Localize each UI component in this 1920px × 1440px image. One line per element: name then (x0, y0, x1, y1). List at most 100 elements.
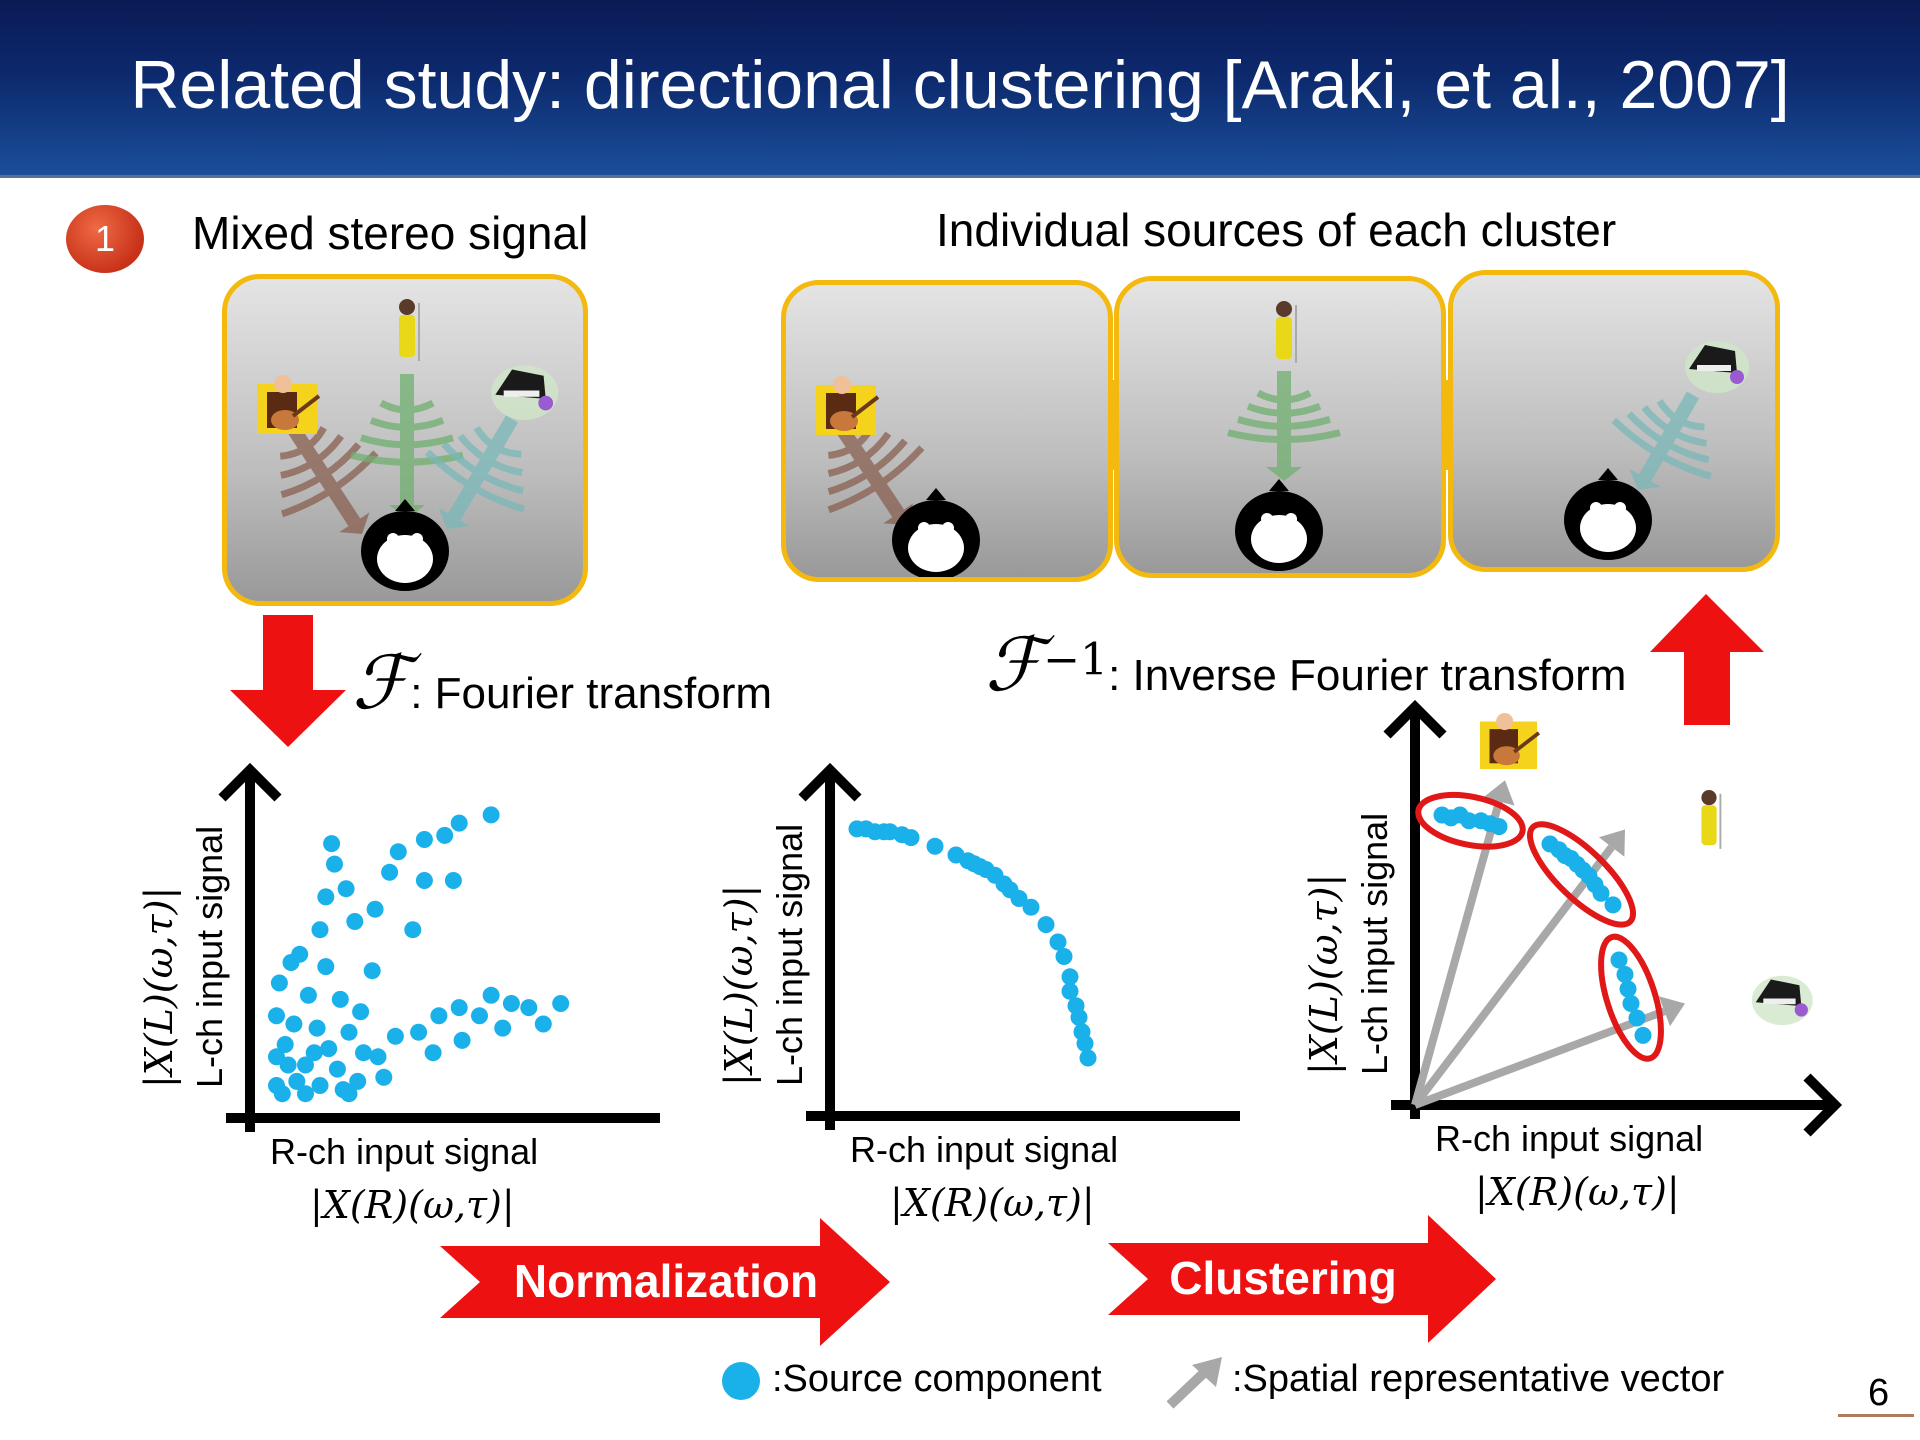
source-component-dot (355, 1044, 372, 1062)
source-component-dot (502, 995, 520, 1012)
x-axis-formula: |X(R)(ω,τ)| (1475, 1170, 1680, 1214)
mixed-scene-art (257, 299, 559, 591)
source-component-dot (389, 843, 407, 861)
source-component-dot (1061, 982, 1079, 1000)
y-axis-formula: |X(L)(ω,τ)| (137, 887, 181, 1088)
source-component-dot (340, 1023, 358, 1041)
source-component-dot (328, 1060, 346, 1078)
source-component-dot (1592, 884, 1610, 902)
source-component-dot (1634, 1026, 1652, 1044)
guitarist-icon (816, 376, 880, 435)
listener-head-icon (892, 488, 980, 577)
spatial-vector-arrowhead (1483, 780, 1515, 806)
legend-source-component: :Source component (772, 1358, 1102, 1400)
listener-head-icon (1235, 479, 1323, 571)
source-component-dot (279, 1056, 297, 1074)
source-component-dot (450, 814, 468, 832)
source-component-dot (270, 974, 288, 992)
sound-wave-icon (424, 415, 525, 529)
normalization-label: Normalization (513, 1255, 819, 1307)
y-axis-arrowhead (1383, 700, 1447, 739)
source-component-dot (436, 826, 454, 844)
piano-icon (1751, 975, 1813, 1026)
source-component-dot (415, 831, 433, 848)
y-axis-arrowhead (218, 762, 282, 802)
source-component-dot (386, 1027, 404, 1045)
inverse-fourier-label: ℱ−1: Inverse Fourier transform (985, 622, 1626, 708)
source-component-dot (1604, 896, 1622, 914)
y-axis-label-group: L-ch input signal|X(L)(ω,τ)| (717, 824, 810, 1086)
source-component-dot (288, 1072, 306, 1090)
step-badge: 1 (66, 205, 144, 273)
source-component-dot (369, 1048, 387, 1066)
sound-wave-icon (1611, 391, 1712, 490)
source-component-dot (346, 913, 364, 930)
source-component-dot (317, 958, 335, 976)
source-component-dot (276, 1036, 294, 1053)
cluster-ellipse (1526, 821, 1637, 928)
singer-scene-art (1227, 301, 1341, 571)
sound-wave-icon (827, 416, 925, 525)
source-component-dot (926, 837, 944, 855)
title-divider (0, 175, 1920, 178)
y-axis-label: L-ch input signal (769, 824, 810, 1086)
inverse-fourier-superscript: −1 (1043, 634, 1109, 686)
source-component-dot (320, 1040, 338, 1058)
source-component-dot (340, 1085, 358, 1103)
guitarist-icon (257, 375, 321, 434)
source-component-dot (282, 954, 300, 971)
source-component-dot (1619, 980, 1637, 998)
source-component-dot (534, 1015, 552, 1033)
source-component-dot (494, 1019, 512, 1037)
source-component-dot (1022, 898, 1040, 916)
y-axis-label: L-ch input signal (1354, 813, 1395, 1075)
source-component-dot (444, 872, 462, 889)
y-axis-arrowhead (798, 762, 862, 802)
inverse-fourier-symbol: ℱ (985, 622, 1044, 708)
spatial-representative-vector (1413, 1007, 1666, 1109)
individual-sources-label: Individual sources of each cluster (936, 204, 1617, 256)
piano-icon (1685, 341, 1749, 393)
source-component-dot (1622, 995, 1640, 1012)
guitarist-icon (1480, 712, 1541, 769)
source-component-dot (1049, 933, 1067, 951)
x-axis-label: R-ch input signal (1435, 1118, 1703, 1159)
y-axis-label-group: L-ch input signal|X(L)(ω,τ)| (1302, 813, 1395, 1075)
source-component-dot (482, 986, 500, 1004)
x-axis-label: R-ch input signal (850, 1129, 1118, 1170)
source-component-dot (311, 1077, 329, 1094)
fourier-down-arrow (230, 615, 346, 747)
chart-axes (798, 762, 1240, 1130)
spatial-representative-vector (1411, 844, 1615, 1108)
source-component-dot (268, 1007, 285, 1025)
source-component-dot (363, 962, 381, 980)
source-component-dot (297, 1085, 314, 1103)
piano-scene-art (1564, 341, 1749, 560)
source-component-dot (308, 1019, 326, 1037)
mixed-signal-label: Mixed stereo signal (192, 207, 589, 259)
spatial-representative-vector (1411, 800, 1503, 1107)
sound-wave-icon (279, 415, 379, 534)
source-component-dot (1628, 1009, 1646, 1027)
chart-axes (218, 762, 660, 1132)
guitar-scene-art (816, 376, 980, 577)
source-component-dot (323, 835, 341, 853)
source-component-dot (1070, 1008, 1088, 1026)
y-axis-formula: |X(L)(ω,τ)| (717, 885, 761, 1086)
source-component-dot (1061, 968, 1079, 986)
listener-head-icon (361, 499, 449, 591)
source-component-dot (311, 921, 329, 939)
y-axis-label-group: L-ch input signal|X(L)(ω,τ)| (137, 826, 230, 1088)
spatial-vector-arrowhead (1658, 996, 1685, 1027)
x-axis-formula: |X(R)(ω,τ)| (310, 1183, 515, 1227)
source-component-dot (404, 921, 422, 939)
source-component-dot (453, 1031, 471, 1049)
inverse-fourier-text: : Inverse Fourier transform (1108, 651, 1627, 700)
chart-axes (1383, 700, 1843, 1137)
source-component-dot (375, 1068, 393, 1086)
clustering-arrow-shape (1108, 1215, 1496, 1343)
normalization-arrow-shape (440, 1218, 890, 1346)
source-component-dot (410, 1023, 428, 1041)
clustered-scatter-chart: R-ch input signal |X(R)(ω,τ)| L-ch input s… (1302, 700, 1843, 1214)
clustering-label: Clustering (1169, 1252, 1397, 1304)
